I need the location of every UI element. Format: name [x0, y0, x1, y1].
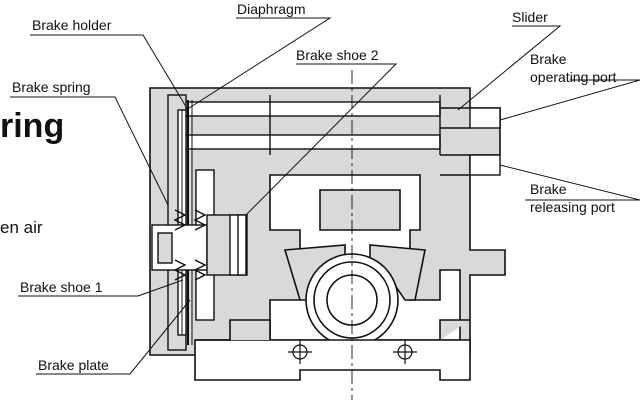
heading-fragment: ring	[0, 107, 64, 145]
label-brake-plate: Brake plate	[38, 357, 109, 373]
label-brake-releasing-port-line1: Brake	[530, 181, 567, 197]
port-block	[440, 107, 501, 176]
label-brake-operating-port-line2: operating port	[530, 69, 617, 85]
mounting-bolt-right	[393, 340, 417, 364]
label-brake-releasing-port-line2: releasing port	[530, 199, 615, 215]
label-slider: Slider	[512, 9, 548, 25]
label-brake-spring: Brake spring	[12, 79, 91, 95]
mounting-bolt-left	[288, 340, 312, 364]
label-brake-shoe-2: Brake shoe 2	[296, 47, 379, 63]
leader-lines	[10, 17, 640, 375]
brake-holder-column	[167, 94, 187, 351]
label-brake-holder: Brake holder	[32, 17, 112, 33]
body-text-fragment: en air	[0, 218, 43, 237]
label-brake-operating-port-line1: Brake	[530, 51, 567, 67]
label-brake-shoe-1: Brake shoe 1	[20, 279, 103, 295]
label-diaphragm: Diaphragm	[237, 1, 305, 17]
spring-housing	[151, 209, 208, 281]
diaphragm-part	[187, 100, 193, 345]
brake-shoe-assembly	[206, 214, 248, 276]
